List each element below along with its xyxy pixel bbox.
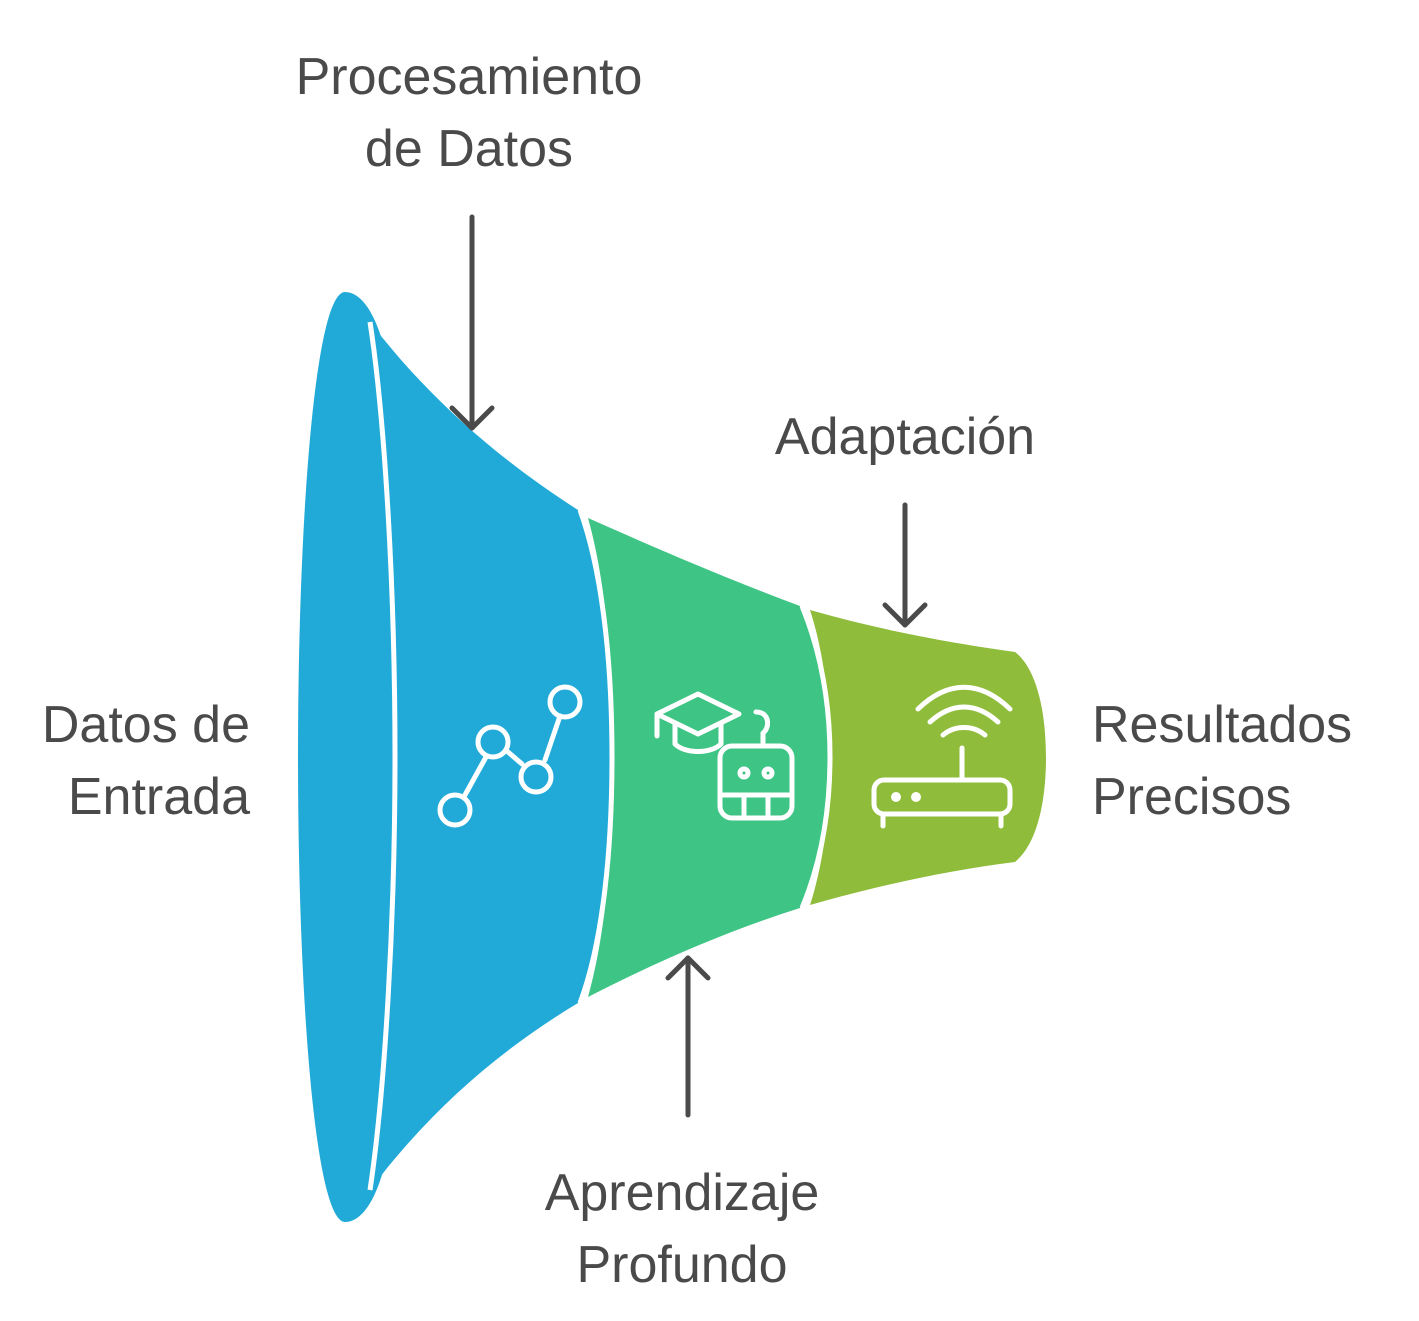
separator-green-lime [799, 605, 833, 909]
separator-blue-green [577, 509, 615, 1004]
label-adaptation: Adaptación [775, 408, 1035, 466]
graduation-robot-icon [654, 691, 795, 821]
label-results-line1: Resultados [1092, 696, 1352, 754]
stage-data-processing [298, 292, 612, 1222]
label-learning-line1: Aprendizaje [545, 1164, 820, 1222]
router-wifi-icon [871, 684, 1013, 829]
arrow-learning [665, 955, 711, 1118]
arrow-adaptation [882, 502, 928, 628]
line-chart-icon [437, 684, 583, 828]
label-input-line1: Datos de [42, 696, 250, 754]
label-input-line2: Entrada [68, 768, 250, 826]
stage-deep-learning [577, 509, 828, 1004]
label-processing-line1: Procesamiento [296, 48, 643, 106]
arrow-processing [449, 214, 495, 431]
funnel-section-lime [810, 610, 1046, 905]
separator-mouth [367, 321, 398, 1191]
funnel-mouth [298, 292, 394, 1222]
label-learning-line2: Profundo [576, 1236, 787, 1294]
stage-adaptation [799, 605, 1046, 909]
label-results-line2: Precisos [1092, 768, 1291, 826]
funnel-section-green [588, 518, 828, 997]
label-processing-line2: de Datos [365, 120, 573, 178]
